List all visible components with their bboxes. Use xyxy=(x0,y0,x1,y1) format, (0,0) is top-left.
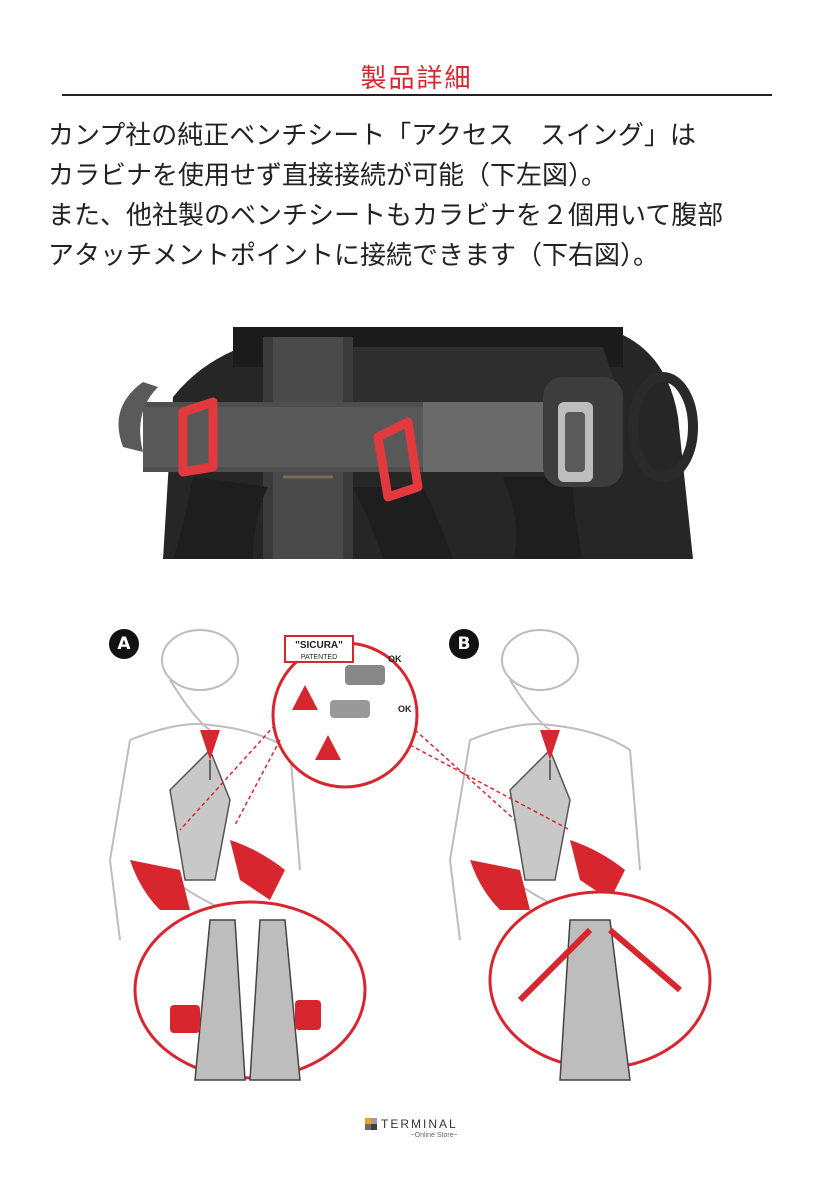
product-description: カンプ社の純正ベンチシート「アクセス スイング」は カラビナを使用せず直接接続が… xyxy=(48,116,808,276)
store-logo: TERMINAL ~Online Store~ xyxy=(365,1118,458,1139)
description-line-3: また、他社製のベンチシートもカラビナを２個用いて腹部 xyxy=(48,201,724,231)
logo-mark-icon xyxy=(365,1118,377,1130)
harness-photo xyxy=(103,327,730,559)
logo-subtitle: ~Online Store~ xyxy=(410,1132,458,1139)
patent-label: "SICURA" xyxy=(295,640,343,651)
title-divider xyxy=(62,94,772,96)
figure-a-badge: A xyxy=(109,629,139,659)
connection-diagram: "SICURA" PATENTED OK OK xyxy=(100,620,740,1090)
section-title: 製品詳細 xyxy=(360,64,473,94)
logo-name: TERMINAL xyxy=(381,1117,458,1131)
patent-sub-label: PATENTED xyxy=(301,654,337,661)
figure-b-badge: B xyxy=(449,629,479,659)
ok-label-2: OK xyxy=(398,704,412,714)
description-line-2: カラビナを使用せず直接接続が可能（下左図）。 xyxy=(48,161,608,191)
ok-label-1: OK xyxy=(388,654,402,664)
description-line-1: カンプ社の純正ベンチシート「アクセス スイング」は xyxy=(48,121,696,151)
description-line-4: アタッチメントポイントに接続できます（下右図）。 xyxy=(48,241,660,271)
